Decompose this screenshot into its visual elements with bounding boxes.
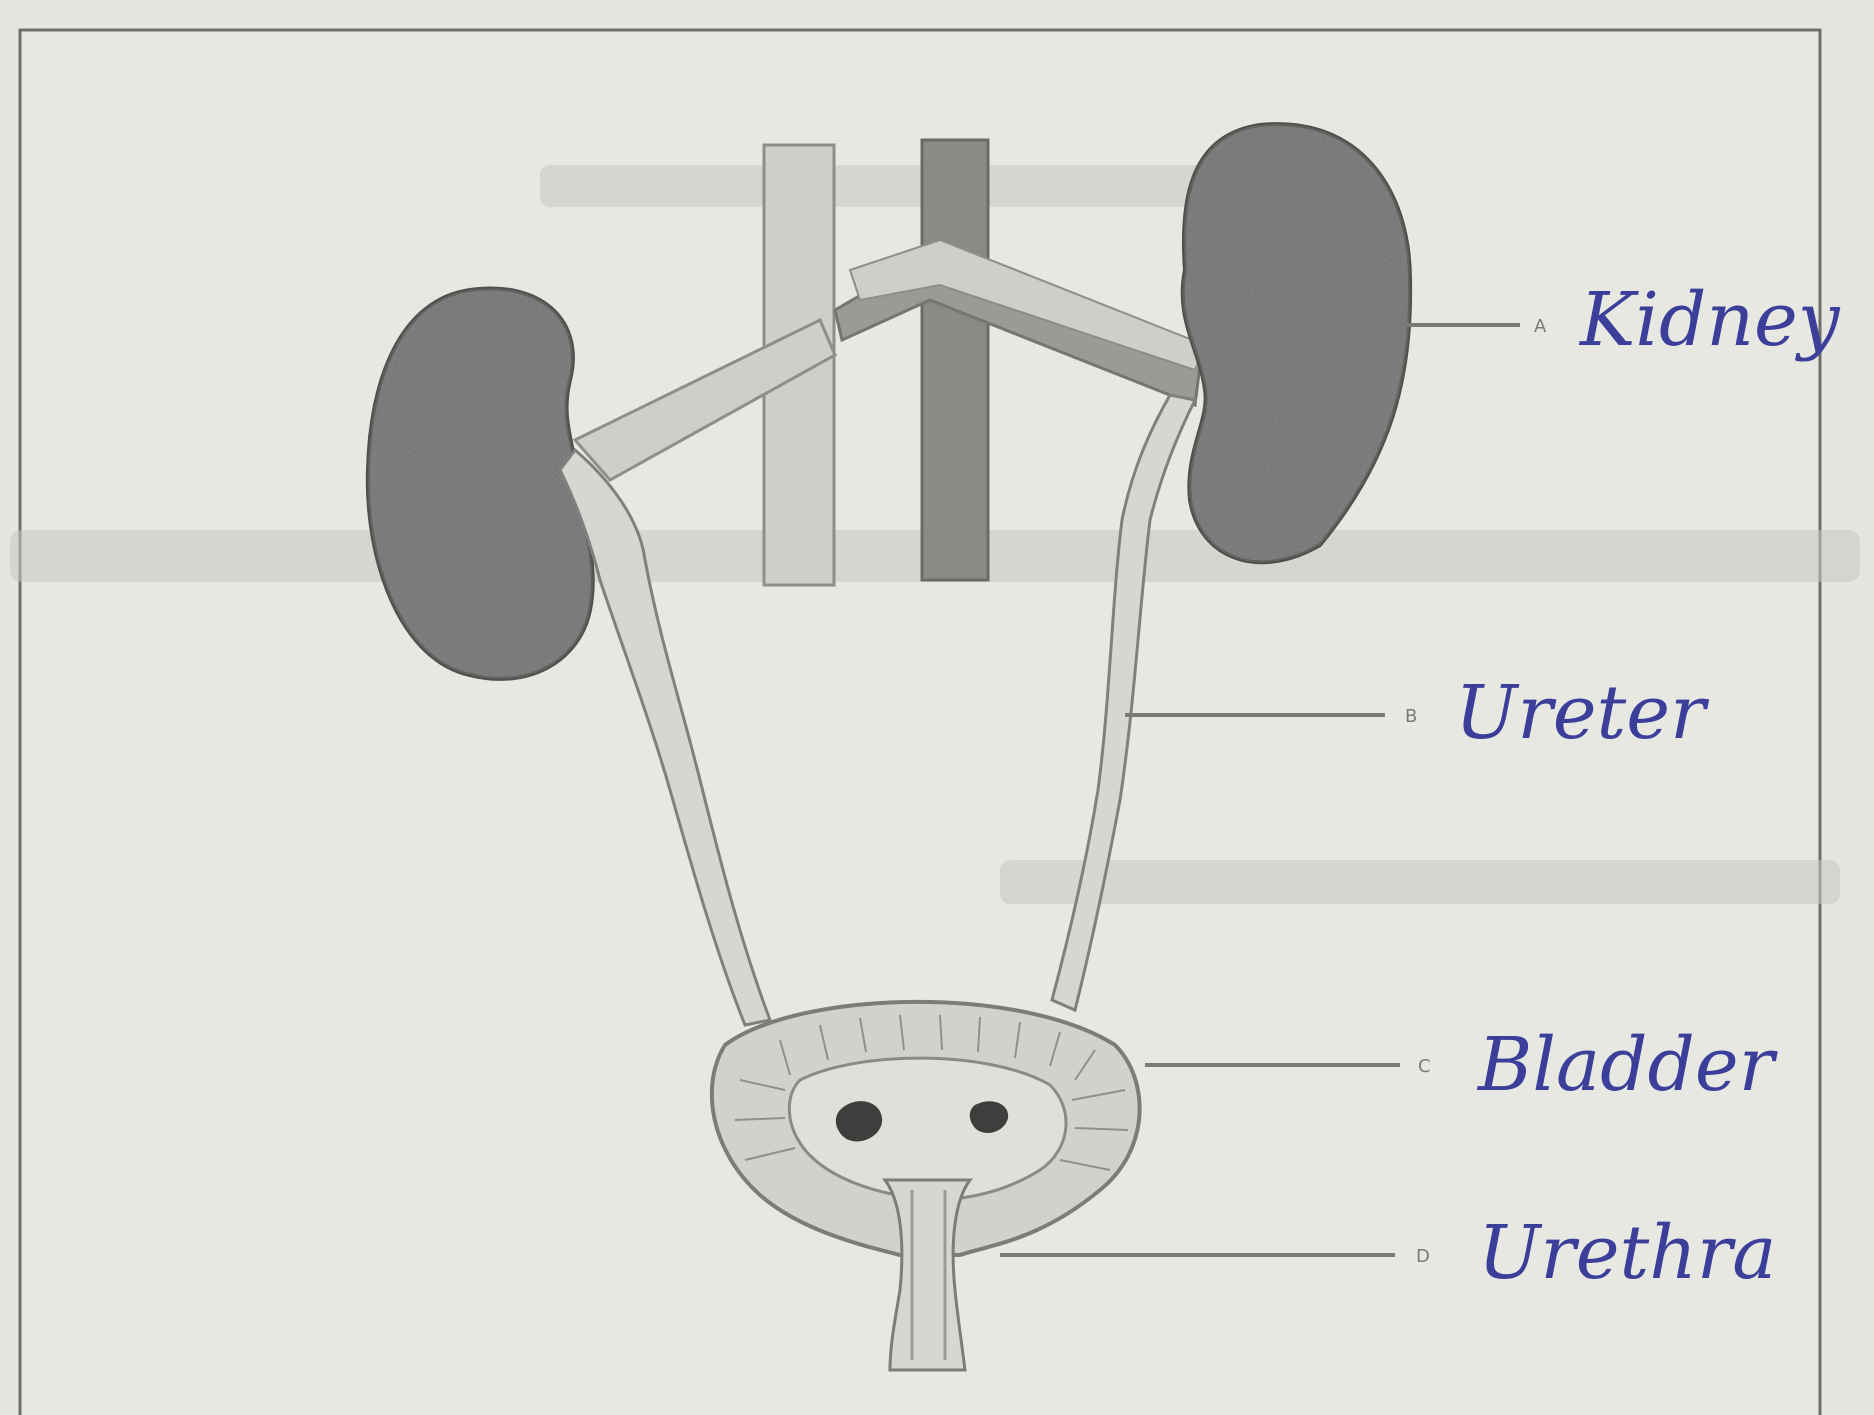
label-kidney: Kidney	[1578, 277, 1841, 363]
label-ureter: Ureter	[1455, 670, 1710, 756]
label-letter-b: B	[1405, 706, 1417, 727]
label-letter-d: D	[1416, 1246, 1430, 1267]
label-urethra: Urethra	[1478, 1210, 1776, 1296]
label-letter-a: A	[1534, 316, 1547, 337]
label-bladder: Bladder	[1476, 1022, 1779, 1108]
label-letter-c: C	[1418, 1056, 1431, 1077]
aorta	[922, 140, 988, 580]
